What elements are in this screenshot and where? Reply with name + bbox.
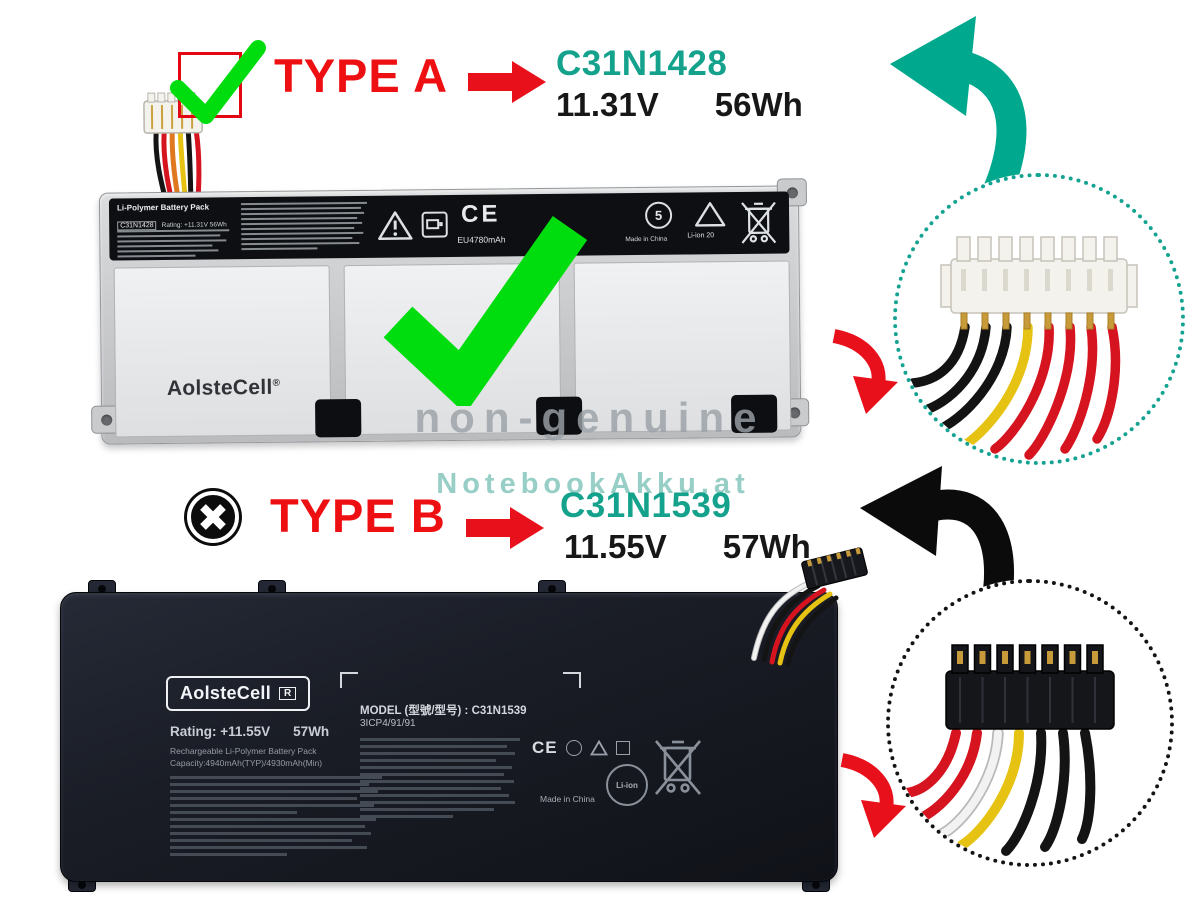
brand-name: AolsteCell <box>166 375 273 400</box>
registered-mark: R <box>279 687 297 700</box>
brand-print: AolsteCell® <box>167 376 281 401</box>
print-corner-mark <box>563 672 581 688</box>
model-line: MODEL (型號/型号) : C31N1539 <box>360 705 527 717</box>
red-block-arrow-icon <box>468 61 546 103</box>
label-title: Li-Polymer Battery Pack <box>116 202 210 213</box>
crossed-bin-icon <box>654 740 702 795</box>
black-connector-closeup <box>901 644 1115 856</box>
watt-value: 56Wh <box>714 86 803 123</box>
checkbox-check-icon <box>170 40 266 124</box>
crossed-bin-icon <box>741 201 777 244</box>
black-connector-housing <box>945 644 1115 730</box>
type-a-spec: 11.31V 56Wh <box>556 86 803 124</box>
li-ion-text: Li-ion 20 <box>687 232 715 240</box>
made-in-text: Made in China <box>540 794 595 804</box>
watermark-line2: NotebookAkku.at <box>436 468 750 500</box>
battery-manual-icon <box>421 211 448 238</box>
rohs-number: 5 <box>654 207 663 223</box>
battery-a-label-strip: Li-Polymer Battery Pack C31N1428 Rating: … <box>108 191 790 261</box>
big-green-check-icon <box>383 215 588 406</box>
capacity-line: Capacity:4940mAh(TYP)/4930mAh(Min) <box>170 758 323 768</box>
voltage-value: 11.31V <box>556 86 659 123</box>
watt-value: 57Wh <box>722 528 811 565</box>
brand-name: AolsteCell <box>180 683 272 703</box>
connector-inset-b <box>886 579 1174 867</box>
type-b-title: TYPE B <box>270 489 446 542</box>
cert-circle-icon <box>565 740 582 756</box>
cert-square-icon <box>615 741 630 755</box>
made-in-text: Made in China <box>625 235 668 244</box>
cert-triangle-icon <box>589 740 608 756</box>
type-a-title: TYPE A <box>274 49 449 102</box>
fine-print-lines <box>240 201 368 253</box>
recycle-triangle-icon <box>695 202 726 227</box>
rating-line: Rating: +11.55V 57Wh <box>170 724 329 739</box>
pack-line: Rechargeable Li-Polymer Battery Pack <box>170 746 317 756</box>
brand-box: AolsteCell R <box>166 676 311 711</box>
label-model: C31N1428 <box>117 221 157 231</box>
voltage-value: 11.55V <box>564 528 667 565</box>
cross-circle-icon <box>184 488 242 546</box>
rohs-circle-icon: 5 <box>644 201 673 229</box>
li-ion-text: Li-ion <box>616 780 638 790</box>
warning-triangle-icon <box>378 211 413 240</box>
connector-inset-a <box>893 173 1185 465</box>
connector-plug-icon <box>801 547 868 590</box>
fine-print-lines <box>170 776 382 860</box>
fine-print-lines <box>117 229 230 260</box>
registered-mark: ® <box>272 377 281 389</box>
cell-type: 3ICP4/91/91 <box>360 718 416 729</box>
fine-print-lines <box>360 738 520 822</box>
cert-icons-row: CE <box>532 738 630 758</box>
white-connector-housing <box>940 236 1138 330</box>
label-rating: Rating: +11.31V 56Wh <box>161 221 227 230</box>
red-curved-arrow-icon <box>832 329 898 414</box>
watermark-line1: non-genuine <box>414 394 766 441</box>
type-b-spec: 11.55V 57Wh <box>564 528 811 566</box>
red-curved-arrow-icon <box>840 753 906 838</box>
type-a-model: C31N1428 <box>556 44 728 83</box>
teal-curved-arrow-icon <box>890 16 1027 194</box>
battery-b-wire-bundle <box>751 547 868 667</box>
rating-watt: 57Wh <box>293 724 330 739</box>
rating-prefix: Rating: +11.55V <box>170 724 271 739</box>
white-connector-closeup <box>908 236 1138 460</box>
ce-mark: CE <box>532 738 558 757</box>
battery-b-photo: AolsteCell R Rating: +11.55V 57Wh Recharg… <box>58 576 840 892</box>
type-b-model: C31N1539 <box>560 486 732 525</box>
red-block-arrow-icon <box>466 507 544 549</box>
print-corner-mark <box>340 672 358 688</box>
li-ion-icon: Li-ion <box>606 764 648 806</box>
